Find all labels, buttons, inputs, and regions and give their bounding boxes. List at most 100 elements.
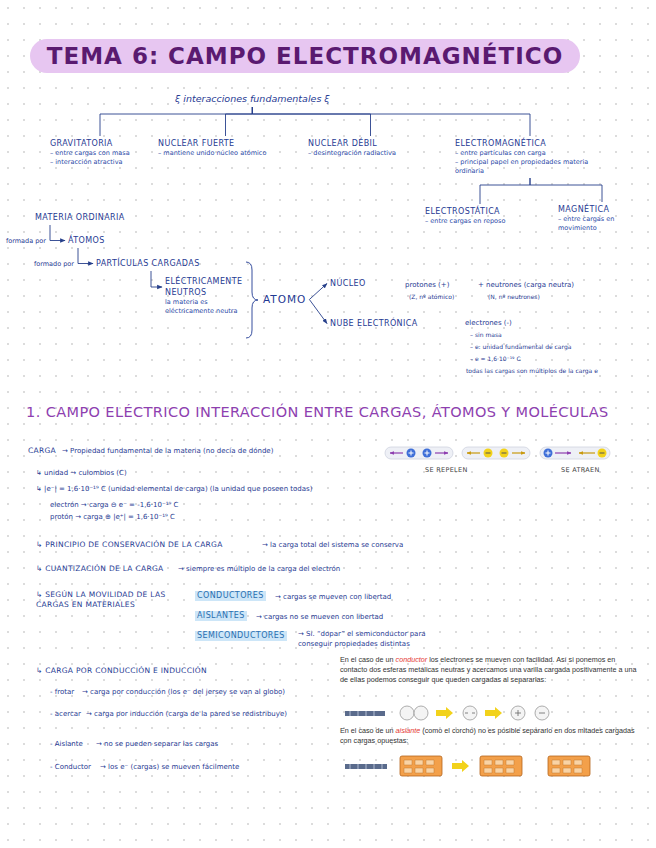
connector (50, 225, 65, 241)
connector (252, 107, 530, 136)
connector (252, 107, 370, 136)
note-text: protones (+) (405, 280, 449, 290)
title-text: TEMA 6: CAMPO ELECTROMAGNÉTICO (47, 43, 563, 69)
mind-map-node: NUBE ELECTRÓNICA (330, 318, 418, 329)
node-heading: NÚCLEO (330, 278, 366, 289)
note-text: → Propiedad fundamental de la materia (n… (62, 446, 273, 456)
connector (530, 178, 602, 202)
mind-map-node: PARTÍCULAS CARGADAS (96, 258, 200, 269)
note-text: electrones (-) (465, 318, 512, 328)
note-text: - Conductor (50, 762, 91, 772)
connector (100, 107, 252, 136)
mind-map-node: ELÉCTRICAMENTE NEUTROSla materia es eléc… (165, 276, 247, 316)
note-text: SE REPELEN (425, 465, 468, 475)
note-text: – e: unidad fundamental de carga (470, 343, 571, 351)
note-text: ↳ SEGÚN LA MOVILIDAD DE LAS CARGAS EN MA… (36, 590, 176, 610)
node-heading: ELECTROMAGNÉTICA (455, 138, 605, 149)
printed-text: En el caso de un (340, 726, 394, 735)
node-bullet: – entre cargas en movimiento (558, 215, 646, 233)
note-text: SE ATRAEN (561, 465, 600, 475)
note-text: todas las cargas son múltiplos de la car… (466, 367, 598, 375)
mind-map-node: ELECTROSTÁTICA– entre cargas en reposo (425, 206, 535, 226)
mind-map-node: NUCLEAR FUERTE– mantiene unido núcleo at… (158, 138, 293, 158)
note-text: - Aislante (50, 739, 83, 749)
note-text: - frotar (50, 687, 74, 697)
note-text: CARGA (28, 446, 56, 456)
note-text: ↳ |e⁻| = 1,6·10⁻¹⁹ C (unidad elemental d… (36, 484, 312, 494)
connector (78, 248, 93, 264)
note-text: SEMICONDUCTORES (195, 631, 287, 641)
node-heading: MAGNÉTICA (558, 204, 646, 215)
title-band: TEMA 6: CAMPO ELECTROMAGNÉTICO (30, 39, 580, 73)
node-bullet: – principal papel en propiedades materia… (455, 158, 605, 176)
note-text: – e = 1,6·10⁻¹⁹ C (470, 355, 521, 363)
node-bullet: – mantiene unido núcleo atómico (158, 149, 293, 158)
note-text: → carga por inducción (carga de la pared… (86, 709, 287, 719)
edge-label: formado por (34, 260, 74, 268)
note-text: electrón → carga ⊖ e⁻ = -1,6·10⁻¹⁹ C (50, 500, 178, 510)
note-text: → los e⁻ (cargas) se mueven fácilmente (100, 762, 239, 772)
note-text: (N, nº neutrones) (488, 293, 540, 301)
note-text: → carga por conducción (los e⁻ del jerse… (82, 687, 285, 697)
mind-map-node: GRAVITATORIA– entre cargas con masa– int… (50, 138, 150, 167)
node-heading: GRAVITATORIA (50, 138, 150, 149)
insulator-cork (345, 756, 590, 776)
note-text: → la carga total del sistema se conserva (262, 540, 403, 550)
note-text: → cargas no se mueven con libertad (256, 612, 383, 622)
node-heading: PARTÍCULAS CARGADAS (96, 258, 200, 269)
note-text: - acercar (50, 709, 81, 719)
printed-paragraph: En el caso de unconductorlos electrones … (340, 655, 640, 685)
note-text: → Si. “dopar” el semiconductor para cons… (298, 629, 448, 649)
mind-map-node: NÚCLEO (330, 278, 366, 289)
charges-attract (540, 447, 610, 459)
connector (480, 178, 530, 204)
note-text: AISLANTES (195, 611, 247, 621)
note-text: CONDUCTORES (195, 591, 266, 601)
node-heading: ELÉCTRICAMENTE NEUTROS (165, 276, 247, 298)
node-heading: NUBE ELECTRÓNICA (330, 318, 418, 329)
note-text: → cargas se mueven con libertad (275, 592, 391, 602)
node-heading: NUCLEAR FUERTE (158, 138, 293, 149)
node-bullet: – interacción atractiva (50, 158, 150, 167)
node-heading: NUCLEAR DÉBIL (308, 138, 433, 149)
mind-map-node: NUCLEAR DÉBIL– desintegración radiactiva (308, 138, 433, 158)
printed-text: aislante (396, 726, 421, 735)
connector (309, 300, 327, 324)
note-text: → siempre es múltiplo de la carga del el… (178, 564, 340, 574)
mind-map-node: MATERIA ORDINARIA (35, 212, 125, 223)
node-heading: ELECTROSTÁTICA (425, 206, 535, 217)
charges-repel-negative (462, 447, 530, 459)
note-text: ↳ PRINCIPIO DE CONSERVACIÓN DE LA CARGA (36, 540, 223, 550)
note-text: (Z, nº atómico) (409, 293, 454, 301)
note-text: – sin masa (470, 331, 502, 339)
printed-text: En el caso de un (340, 655, 394, 664)
note-text: 1. CAMPO ELÉCTRICO INTERACCIÓN ENTRE CAR… (26, 403, 609, 421)
charges-repel-positive (385, 447, 453, 459)
note-text: → no se pueden separar las cargas (96, 739, 218, 749)
connector (226, 107, 253, 136)
printed-text: conductor (396, 655, 428, 664)
conductor-spheres (345, 706, 549, 720)
node-heading: ATOMO (263, 293, 306, 306)
mind-map-node: ELECTROMAGNÉTICA– entre partículas con c… (455, 138, 605, 176)
mind-map-node: ÁTOMOS (68, 235, 105, 246)
node-heading: MATERIA ORDINARIA (35, 212, 125, 223)
brace (246, 262, 258, 338)
edge-label: formada por (6, 237, 46, 245)
node-bullet: – desintegración radiactiva (308, 149, 433, 158)
mind-map-node: ATOMO (263, 293, 306, 306)
node-bullet: – entre partículas con carga (455, 149, 605, 158)
mind-map-node: ξ interacciones fundamentales ξ (175, 92, 330, 105)
connector (309, 284, 327, 300)
printed-paragraph: En el caso de unaislante(como el corcho)… (340, 726, 640, 746)
mind-map-node: MAGNÉTICA– entre cargas en movimiento (558, 204, 646, 233)
note-text: ↳ CUANTIZACIÓN DE LA CARGA (36, 564, 164, 574)
node-bullet: la materia es eléctricamente neutra (165, 298, 247, 316)
node-heading: ξ interacciones fundamentales ξ (175, 92, 330, 105)
node-bullet: – entre cargas con masa (50, 149, 150, 158)
note-text: ↳ CARGA POR CONDUCCIÓN E INDUCCIÓN (36, 666, 207, 676)
node-heading: ÁTOMOS (68, 235, 105, 246)
